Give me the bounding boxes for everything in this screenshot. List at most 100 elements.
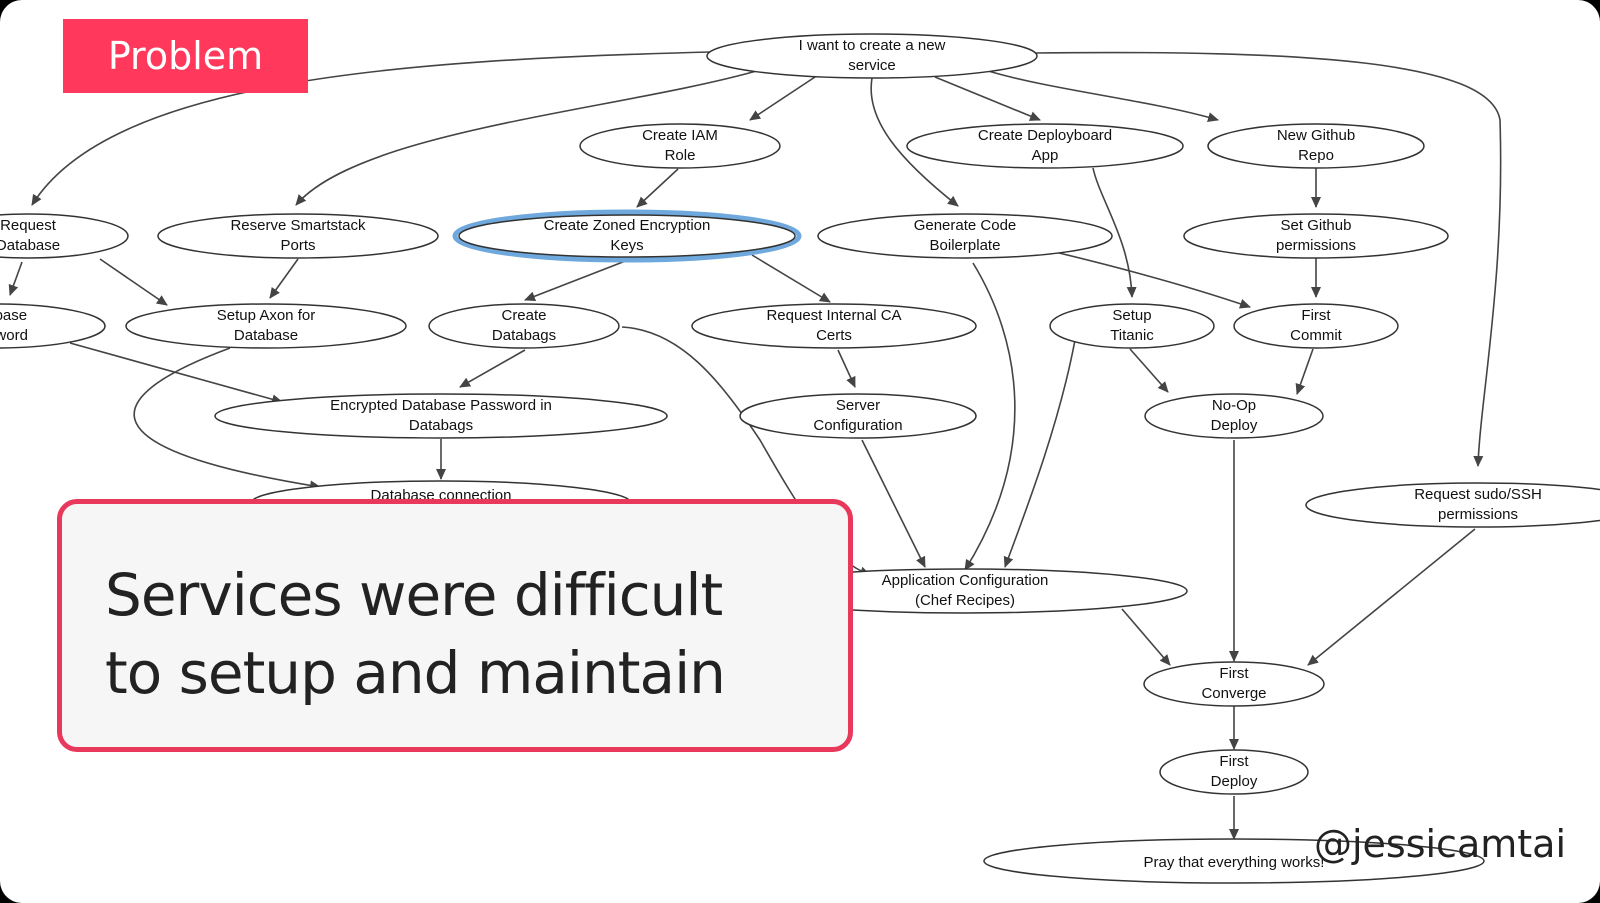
node-databags-line-1: Create (501, 307, 546, 324)
node-setup-axon-for-database: Setup Axon for Database (125, 303, 407, 349)
edge-start-iam (749, 76, 816, 121)
node-zoned-line-2: Keys (610, 237, 643, 254)
edge-internalca-serverconf (837, 349, 856, 388)
node-create-deployboard-app: Create Deployboard App (906, 123, 1184, 169)
node-request-sudo-ssh-permissions: Request sudo/SSH permissions (1305, 482, 1600, 528)
node-boilerplate-line-2: Boilerplate (930, 237, 1001, 254)
callout-line-1: Services were difficult (105, 561, 723, 629)
edge-dbpass-encpass (69, 342, 283, 405)
edge-axon-dbconn (133, 347, 321, 491)
node-serverconf-line-1: Server (836, 397, 880, 414)
node-create-iam-role: Create IAM Role (579, 123, 781, 169)
node-ghperm-line-1: Set Github (1281, 217, 1352, 234)
node-sudo-line-1: Request sudo/SSH (1414, 486, 1542, 503)
node-generate-code-boilerplate: Generate Code Boilerplate (817, 213, 1113, 259)
node-no-op-deploy: No-Op Deploy (1144, 393, 1324, 439)
node-first-commit: First Commit (1233, 303, 1399, 349)
node-request-database: Request Database (0, 213, 129, 259)
node-internalca-line-2: Certs (816, 327, 852, 344)
node-axon-line-2: Database (234, 327, 298, 344)
edge-databags-encpass (459, 349, 526, 388)
node-start-line-2: service (848, 57, 896, 74)
edge-sudo-converge (1307, 528, 1476, 666)
node-first-converge: First Converge (1143, 661, 1325, 707)
flowchart-nodes: I want to create a new service Create IA… (0, 33, 1600, 884)
node-firstcommit-line-1: First (1301, 307, 1331, 324)
edge-zoned-databags (524, 259, 629, 302)
node-zoned-line-1: Create Zoned Encryption (544, 217, 711, 234)
edge-titanic-noop (1129, 348, 1169, 393)
node-dbpass-line-2: Password (0, 327, 28, 344)
node-start-line-1: I want to create a new (799, 37, 946, 54)
edge-firstcommit-noop (1295, 348, 1314, 395)
node-axon-line-1: Setup Axon for (217, 307, 315, 324)
edge-start-smartstack (295, 69, 761, 206)
node-serverconf-line-2: Configuration (813, 417, 902, 434)
edge-start-boilerplate (870, 77, 959, 207)
node-application-configuration: Application Configuration (Chef Recipes) (742, 568, 1188, 614)
node-converge-line-1: First (1219, 665, 1249, 682)
node-noop-line-2: Deploy (1211, 417, 1258, 434)
node-firstcommit-line-2: Commit (1290, 327, 1342, 344)
edge-reqdb-axon (99, 258, 168, 306)
edge-deployboard-titanic (1092, 167, 1137, 298)
node-reqdb-line-2: Database (0, 237, 60, 254)
node-sudo-line-2: permissions (1438, 506, 1518, 523)
callout-line-2: to setup and maintain (105, 639, 726, 707)
node-request-internal-ca-certs: Request Internal CA Certs (691, 303, 977, 349)
node-first-deploy: First Deploy (1159, 749, 1309, 795)
node-reqdb-line-1: Request (0, 217, 57, 234)
node-converge-line-2: Converge (1201, 685, 1266, 702)
node-create-databags: Create Databags (428, 303, 620, 349)
node-create-zoned-encryption-keys: Create Zoned Encryption Keys (452, 209, 802, 263)
edge-start-deployboard (934, 76, 1041, 121)
node-boilerplate-line-1: Generate Code (914, 217, 1017, 234)
callout-box: Services were difficult to setup and mai… (57, 499, 853, 752)
node-appconf-line-2: (Chef Recipes) (915, 592, 1015, 609)
node-deployboard-line-1: Create Deployboard (978, 127, 1112, 144)
edge-boilerplate-appconf (964, 262, 1016, 571)
node-smartstack-line-2: Ports (280, 237, 315, 254)
author-handle: @jessicamtai (1313, 822, 1566, 866)
edge-start-sudo (1034, 51, 1502, 467)
edge-start-github (984, 69, 1219, 122)
node-encrypted-database-password: Encrypted Database Password in Databags (214, 393, 668, 439)
node-dbpass-line-1: Database (0, 307, 27, 324)
node-deployboard-line-2: App (1032, 147, 1059, 164)
edge-boilerplate-firstcommit (1054, 251, 1251, 309)
node-database-password: Database Password (0, 303, 106, 349)
edge-appconf-converge (1121, 608, 1171, 666)
node-appconf-line-1: Application Configuration (882, 572, 1049, 589)
node-set-github-permissions: Set Github permissions (1183, 213, 1449, 259)
node-noop-line-1: No-Op (1212, 397, 1256, 414)
node-titanic-line-2: Titanic (1110, 327, 1154, 344)
edge-smartstack-axon (269, 258, 299, 299)
node-internalca-line-1: Request Internal CA (766, 307, 901, 324)
edge-reqdb-dbpass (8, 261, 23, 296)
node-reserve-smartstack-ports: Reserve Smartstack Ports (157, 213, 439, 259)
node-iam-line-2: Role (665, 147, 696, 164)
node-smartstack-line-1: Reserve Smartstack (230, 217, 366, 234)
edge-serverconf-appconf (861, 439, 926, 568)
node-ghperm-line-2: permissions (1276, 237, 1356, 254)
edge-titanic-appconf (1003, 339, 1076, 568)
node-github-line-1: New Github (1277, 127, 1355, 144)
node-encpass-line-1: Encrypted Database Password in (330, 397, 552, 414)
node-new-github-repo: New Github Repo (1207, 123, 1425, 169)
node-databags-line-2: Databags (492, 327, 556, 344)
node-firstdeploy-line-2: Deploy (1211, 773, 1258, 790)
edge-zoned-internalca (751, 254, 831, 303)
node-server-configuration: Server Configuration (739, 393, 977, 439)
node-titanic-line-1: Setup (1112, 307, 1151, 324)
node-iam-line-1: Create IAM (642, 127, 718, 144)
node-pray: Pray that everything works! (983, 838, 1485, 884)
node-start: I want to create a new service (706, 33, 1038, 79)
node-firstdeploy-line-1: First (1219, 753, 1249, 770)
node-encpass-line-2: Databags (409, 417, 473, 434)
node-github-line-2: Repo (1298, 147, 1334, 164)
node-setup-titanic: Setup Titanic (1049, 303, 1215, 349)
problem-badge: Problem (63, 19, 308, 93)
edge-iam-zoned (636, 168, 679, 208)
